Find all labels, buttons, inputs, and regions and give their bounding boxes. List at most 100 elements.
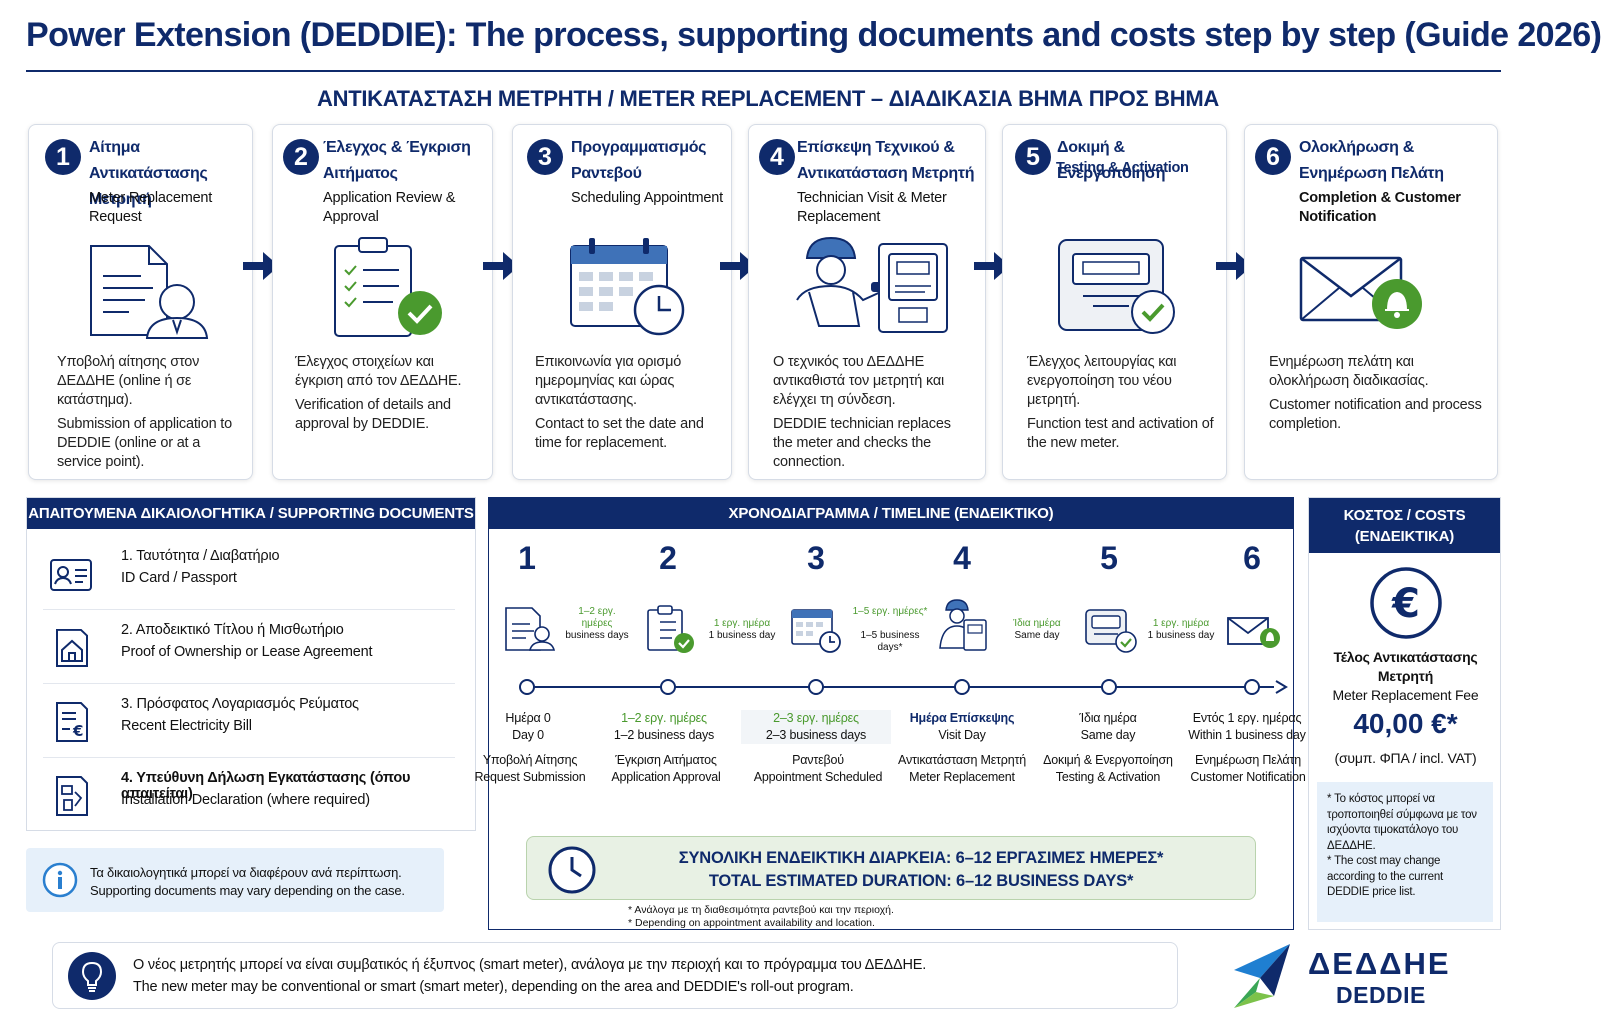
step-desc-gr: Έλεγχος λειτουργίας και ενεργοποίηση του… xyxy=(1027,354,1177,408)
step-desc-gr: Ενημέρωση πελάτη και ολοκλήρωση διαδικασ… xyxy=(1269,354,1429,389)
clipboard-check-icon xyxy=(273,230,492,350)
step-label-gr: Υποβολή Αίτησης xyxy=(482,753,578,767)
duration-gr: 1–5 εργ. ημέρες* xyxy=(852,606,928,617)
step-label-en: Meter Replacement xyxy=(909,770,1015,784)
day-gr: Ημέρα Επίσκεψης xyxy=(909,711,1015,725)
day-en: 1–2 business days xyxy=(613,728,715,742)
timeline-note-en: * Depending on appointment availability … xyxy=(628,917,875,929)
step-label-gr: Ενημέρωση Πελάτη xyxy=(1195,753,1301,767)
page-title: Power Extension (DEDDIE): The process, s… xyxy=(26,16,1601,54)
day-en: 2–3 business days xyxy=(765,728,867,742)
step-label-gr: Έγκριση Αιτήματος xyxy=(615,753,717,767)
step-number: 2 xyxy=(283,139,319,175)
arrow-right-icon xyxy=(241,248,281,284)
logo-text-en: DEDDIE xyxy=(1336,982,1426,1008)
step-title-en: Scheduling Appointment xyxy=(571,190,723,206)
timeline-duration: 1 εργ. ημέρα 1 business day xyxy=(707,618,777,642)
total-duration-gr: ΣΥΝΟΛΙΚΗ ΕΝΔΕΙΚΤΙΚΗ ΔΙΑΡΚΕΙΑ: 6–12 ΕΡΓΑΣ… xyxy=(678,849,1164,867)
timeline-header: ΧΡΟΝΟΔΙΑΓΡΑΜΜΑ / TIMELINE (ΕΝΔΕΙΚΤΙΚΟ) xyxy=(489,498,1293,529)
timeline-note-gr: * Ανάλογα με τη διαθεσιμότητα ραντεβού κ… xyxy=(628,904,894,916)
step-desc-en: DEDDIE technician replaces the meter and… xyxy=(773,416,951,470)
timeline-dot xyxy=(1244,679,1260,695)
step-desc-gr: Έλεγχος στοιχείων και έγκριση από τον ΔΕ… xyxy=(295,354,462,389)
timeline-step-number: 6 xyxy=(1243,540,1261,576)
doc-item-id: 1. Ταυτότητα / Διαβατήριο ID Card / Pass… xyxy=(43,536,455,610)
arrow-right-icon xyxy=(718,248,758,284)
costs-footnote: * Το κόστος μπορεί να τροποποιηθεί σύμφω… xyxy=(1317,782,1493,922)
timeline-dot xyxy=(954,679,970,695)
duration-en: 1–5 business days* xyxy=(860,630,920,653)
step-label-en: Appointment Scheduled xyxy=(753,770,883,784)
fee-title-gr: Τέλος Αντικατάστασης Μετρητή xyxy=(1333,649,1478,684)
timeline-step-number: 1 xyxy=(518,540,536,576)
docs-header: ΑΠΑΙΤΟΥΜΕΝΑ ΔΙΚΑΙΟΛΟΓΗΤΙΚΑ / SUPPORTING … xyxy=(27,498,475,529)
step-label-gr: Ραντεβού xyxy=(792,753,844,767)
fee-amount: 40,00 €* xyxy=(1353,708,1458,739)
house-document-icon xyxy=(49,628,93,668)
doc-title-gr: 2. Αποδεικτικό Τίτλου ή Μισθωτήριο xyxy=(121,622,344,638)
step-label-gr: Δοκιμή & Ενεργοποίηση xyxy=(1043,753,1173,767)
deddie-logo-icon xyxy=(1230,942,1294,1010)
step-title-gr: Προγραμματισμός Ραντεβού xyxy=(571,139,707,182)
timeline-duration: 1–2 εργ. ημέρες business days xyxy=(562,606,632,642)
step-card-1: 1 Αίτημα Αντικατάστασης Μετρητή Meter Re… xyxy=(28,124,253,480)
timeline-arrowhead-icon xyxy=(1274,679,1288,695)
timeline-step-number: 3 xyxy=(807,540,825,576)
step-card-2: 2 Έλεγχος & Έγκριση Αιτήματος Applicatio… xyxy=(272,124,493,480)
euro-icon: € xyxy=(1369,566,1443,640)
step-desc-gr: Υποβολή αίτησης στον ΔΕΔΔΗΕ (online ή σε… xyxy=(57,354,200,408)
arrow-right-icon xyxy=(1214,248,1254,284)
doc-title-en: Recent Electricity Bill xyxy=(121,718,252,734)
doc-title-gr: 1. Ταυτότητα / Διαβατήριο xyxy=(121,548,280,564)
arrow-right-icon xyxy=(481,248,521,284)
duration-en: business days xyxy=(565,630,629,641)
timeline-dot xyxy=(1101,679,1117,695)
step-title-en: Testing & Activation xyxy=(1056,160,1189,176)
docs-note-gr: Τα δικαιολογητικά μπορεί να διαφέρουν αν… xyxy=(90,865,402,880)
timeline-step-number: 4 xyxy=(953,540,971,576)
day-gr: 2–3 εργ. ημέρες xyxy=(773,711,859,725)
step-card-5: 5 Δοκιμή & Ενεργοποίηση Έλεγχος λειτουργ… xyxy=(1002,124,1227,480)
doc-item-bill: € 3. Πρόσφατος Λογαριασμός Ρεύματος Rece… xyxy=(43,684,455,758)
duration-gr: 1 εργ. ημέρα xyxy=(713,618,771,629)
timeline-day-label: Ίδια ημέρα Same day xyxy=(1033,710,1183,744)
meter-check-icon xyxy=(1080,598,1140,656)
section-subtitle: ΑΝΤΙΚΑΤΑΣΤΑΣΗ ΜΕΤΡΗΤΗ / METER REPLACEMEN… xyxy=(317,86,1219,111)
supporting-documents-panel: ΑΠΑΙΤΟΥΜΕΝΑ ΔΙΚΑΙΟΛΟΓΗΤΙΚΑ / SUPPORTING … xyxy=(26,497,476,831)
clock-icon xyxy=(547,845,597,895)
duration-gr: Ίδια ημέρα xyxy=(1013,618,1061,629)
docs-info-note: Τα δικαιολογητικά μπορεί να διαφέρουν αν… xyxy=(26,848,444,912)
step-label-en: Application Approval xyxy=(611,770,721,784)
timeline-step-label: Ενημέρωση Πελάτη Customer Notification xyxy=(1178,752,1318,786)
step-number: 3 xyxy=(527,139,563,175)
arrow-right-icon xyxy=(972,248,1012,284)
technician-meter-icon xyxy=(932,598,992,656)
timeline-day-label: 2–3 εργ. ημέρες 2–3 business days xyxy=(741,710,891,744)
svg-text:€: € xyxy=(1391,581,1420,627)
total-duration-en: TOTAL ESTIMATED DURATION: 6–12 BUSINESS … xyxy=(708,872,1134,890)
duration-gr: 1 εργ. ημέρα xyxy=(1152,618,1210,629)
declaration-icon xyxy=(49,776,93,816)
clipboard-check-icon xyxy=(640,598,700,656)
docs-note-text: Τα δικαιολογητικά μπορεί να διαφέρουν αν… xyxy=(90,864,405,900)
calendar-clock-icon xyxy=(786,598,846,656)
timeline-day-label: 1–2 εργ. ημέρες 1–2 business days xyxy=(589,710,739,744)
day-gr: Ίδια ημέρα xyxy=(1079,711,1137,725)
timeline-duration: Ίδια ημέρα Same day xyxy=(1002,618,1072,642)
day-en: Within 1 business day xyxy=(1188,728,1306,742)
step-desc-gr: Επικοινωνία για ορισμό ημερομηνίας και ώ… xyxy=(535,354,682,408)
step-title-gr: Έλεγχος & Έγκριση Αιτήματος xyxy=(323,139,471,182)
fee-vat: (συμπ. ΦΠΑ / incl. VAT) xyxy=(1334,750,1477,766)
step-desc-en: Contact to set the date and time for rep… xyxy=(535,416,704,451)
timeline-day-label: Εντός 1 εργ. ημέρας Within 1 business da… xyxy=(1172,710,1322,744)
day-gr: Ημέρα 0 xyxy=(505,711,551,725)
step-card-6: 6 Ολοκλήρωση & Ενημέρωση Πελάτη Completi… xyxy=(1244,124,1498,480)
fee-title-en: Meter Replacement Fee xyxy=(1332,687,1479,703)
step-number: 4 xyxy=(759,139,795,175)
bottom-note-gr: Ο νέος μετρητής μπορεί να είναι συμβατικ… xyxy=(133,957,927,973)
timeline-footnote: * Ανάλογα με τη διαθεσιμότητα ραντεβού κ… xyxy=(628,904,894,930)
timeline-step-number: 5 xyxy=(1100,540,1118,576)
step-number: 6 xyxy=(1255,139,1291,175)
step-title-en: Technician Visit & Meter Replacement xyxy=(797,190,947,225)
timeline-dot xyxy=(808,679,824,695)
